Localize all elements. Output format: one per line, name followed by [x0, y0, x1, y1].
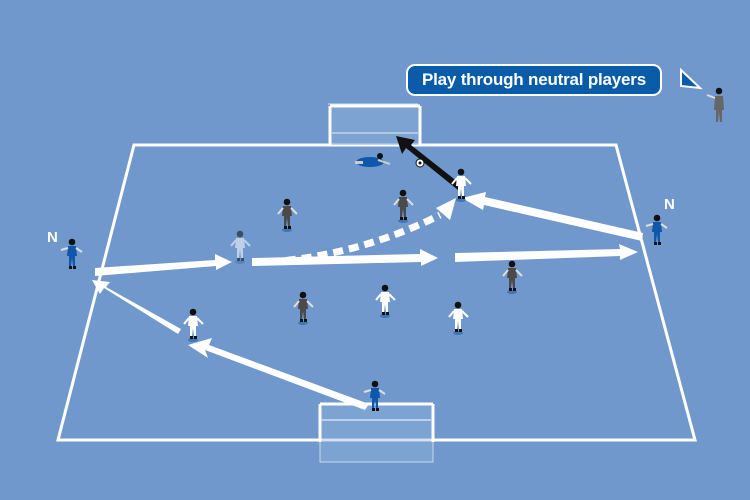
white-player-center — [375, 283, 396, 319]
arrow-pass-1 — [188, 338, 369, 410]
arrow-pass-3 — [95, 254, 232, 276]
white-player-right — [448, 300, 469, 336]
arrow-pass-5 — [462, 192, 643, 241]
arrow-pass-2 — [92, 280, 181, 334]
neutral-player-left — [60, 237, 83, 270]
arrow-run-1 — [252, 249, 438, 266]
neutral-label-left: N — [47, 229, 58, 246]
neutral-player-right — [645, 213, 668, 246]
callout-tail — [680, 67, 703, 90]
dark-player-4 — [502, 259, 523, 295]
dark-player-2 — [393, 188, 414, 224]
pitch-boundary — [56, 143, 697, 442]
arrow-shot — [396, 136, 463, 190]
neutral-label-right: N — [664, 196, 675, 213]
arrow-pass-4 — [455, 244, 638, 262]
dark-player-1 — [277, 197, 298, 233]
callout-bubble: Play through neutral players — [406, 64, 662, 96]
top-goalkeeper — [355, 153, 391, 167]
dark-player-3 — [293, 290, 314, 326]
white-player-left — [183, 307, 204, 343]
coach — [706, 87, 724, 122]
bottom-goal — [318, 402, 435, 463]
arrow-dribble-head — [436, 198, 456, 220]
pass-arrows — [92, 192, 643, 410]
white-player-faded — [230, 229, 251, 265]
arrow-dribble — [269, 211, 442, 266]
